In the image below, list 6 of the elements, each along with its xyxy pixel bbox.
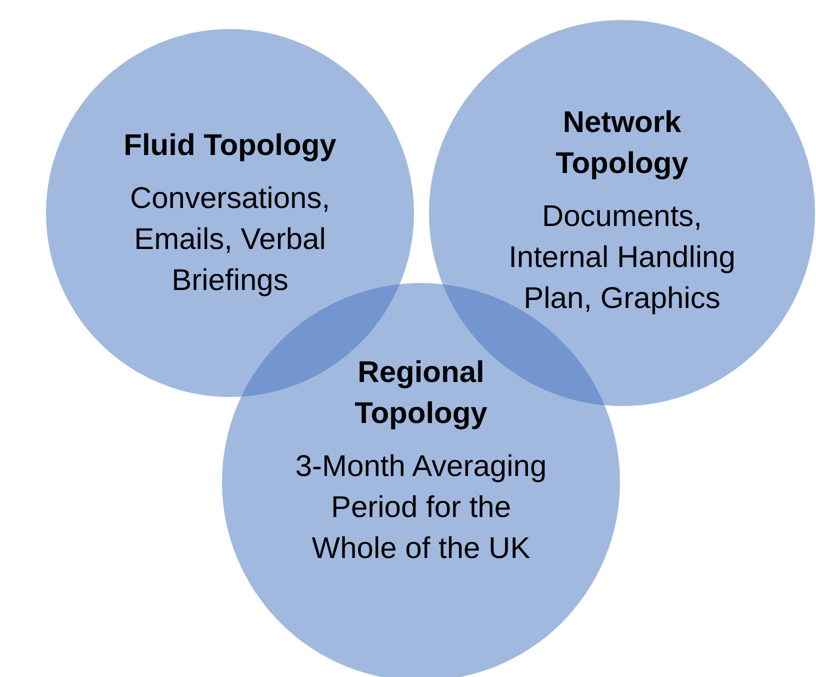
circle-text: Documents, Internal Handling Plan, Graphics (508, 199, 736, 317)
circle-heading: Network Topology (554, 105, 690, 182)
circle-heading: Regional Topology (354, 355, 488, 432)
circle-text: 3-Month Averaging Period for the Whole of the UK (294, 449, 548, 567)
circle-heading: Fluid Topology (122, 128, 338, 164)
circle-text: Conversations, Emails, Verbal Briefings (128, 181, 332, 299)
